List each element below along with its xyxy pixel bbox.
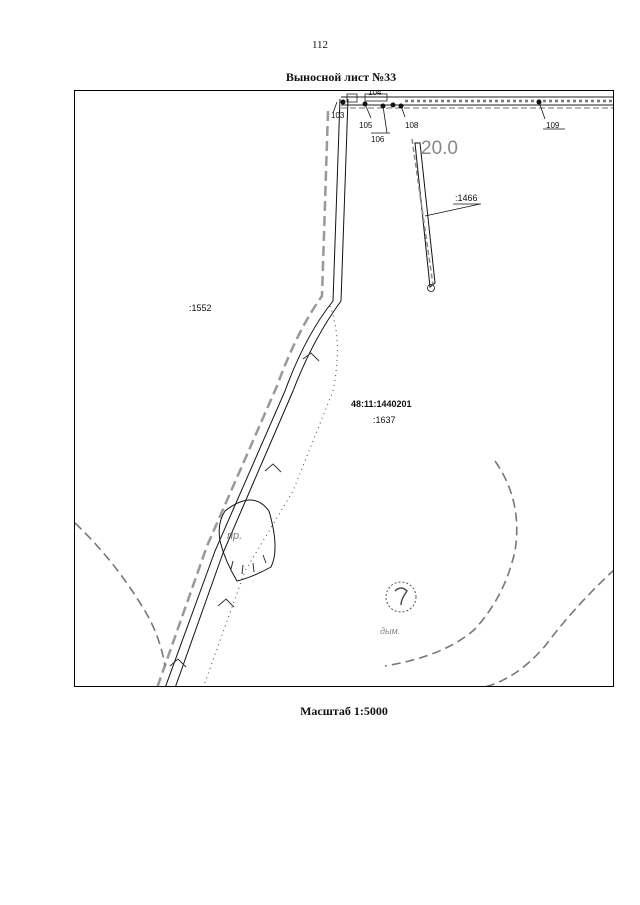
parcel-label-1552: :1552 (189, 303, 212, 313)
point-label-106: 106 (371, 135, 385, 144)
top-boundary-strip (341, 93, 613, 109)
smoke-symbol (385, 581, 417, 613)
smoke-label: дым. (380, 626, 400, 636)
main-road (156, 98, 349, 686)
point-label-104: 104 (368, 91, 382, 97)
page-number: 112 (311, 39, 329, 51)
boundary-points (340, 99, 542, 109)
map-frame: 103 104 105 106 108 109 20.0 :1466 :1552… (74, 90, 614, 687)
parcel-label-1466: :1466 (455, 193, 478, 203)
scale-label: Масштаб 1:5000 (300, 704, 388, 718)
dotted-boundary (203, 305, 338, 686)
dashed-boundaries (75, 460, 613, 686)
sheet-title: Выносной лист №33 (285, 70, 397, 84)
landmark-label-pr: пр. (227, 530, 242, 542)
slope-marks (169, 352, 320, 668)
point-108-marker (390, 102, 396, 108)
point-label-105: 105 (359, 121, 373, 130)
point-103-marker (340, 99, 346, 105)
strip-parcel-1466 (411, 138, 481, 292)
point-label-108: 108 (405, 121, 419, 130)
height-mark: 20.0 (421, 138, 458, 159)
parcel-label-1637: :1637 (373, 415, 396, 425)
cadastral-map: 103 104 105 106 108 109 20.0 :1466 :1552… (75, 91, 613, 686)
cadastral-block-number: 48:11:1440201 (351, 399, 412, 409)
landmark-pr (218, 499, 276, 582)
point-label-103: 103 (331, 111, 345, 120)
point-label-109: 109 (546, 121, 560, 130)
point-leaders (332, 101, 565, 134)
